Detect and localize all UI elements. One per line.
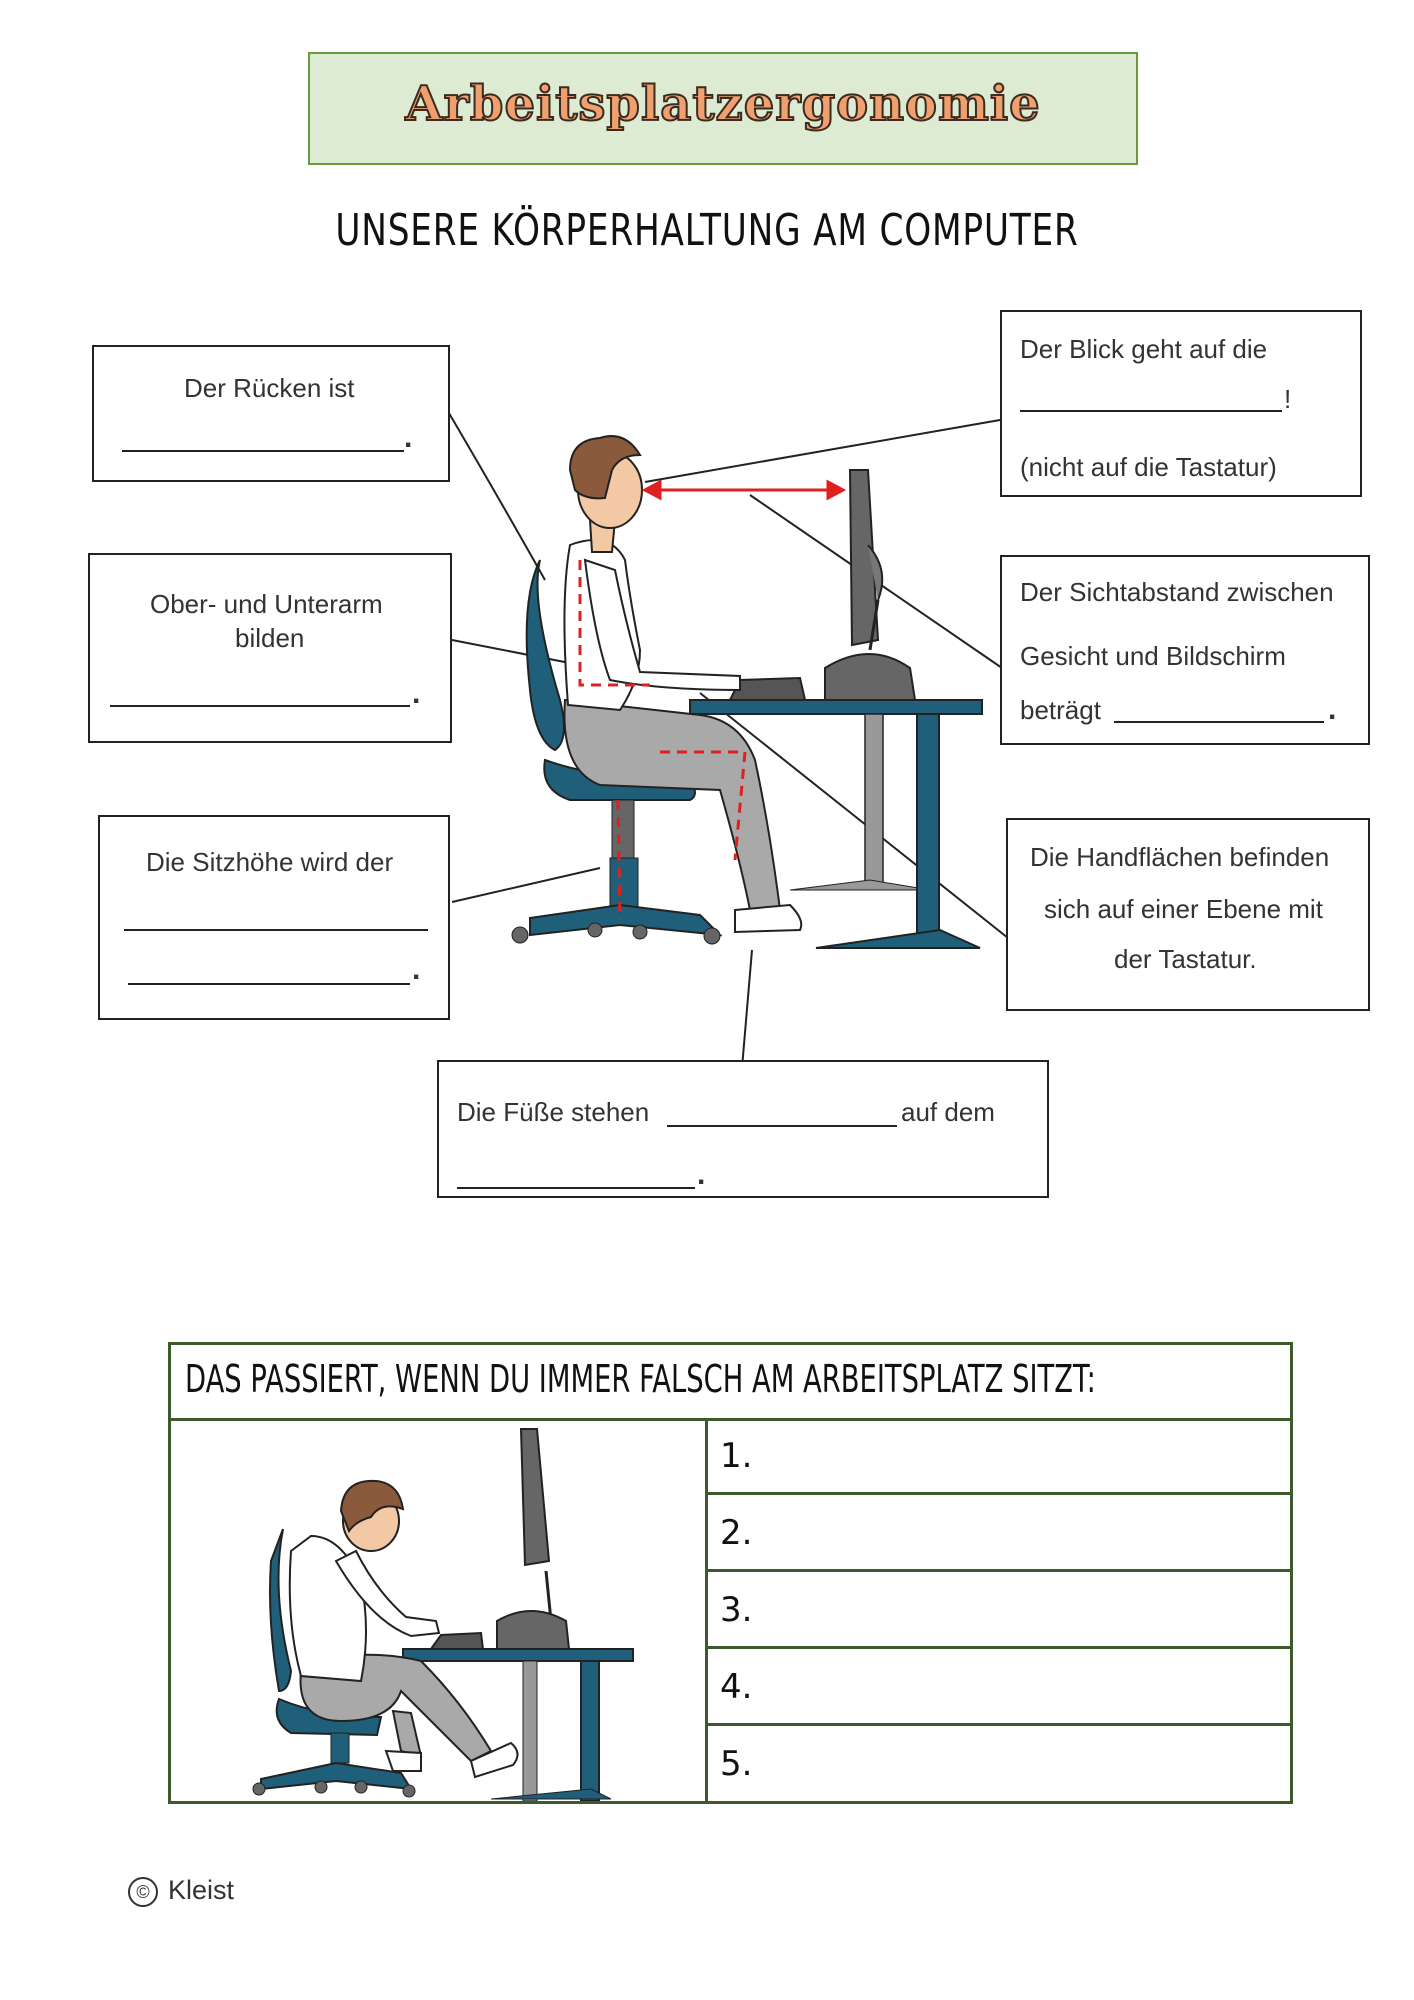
- answer-row-5[interactable]: 5.: [708, 1726, 1290, 1803]
- author: Kleist: [168, 1875, 235, 1905]
- box-hands: Die Handflächen befinden sich auf einer …: [1006, 818, 1370, 1011]
- box-seat-text: Die Sitzhöhe wird der: [146, 847, 394, 877]
- box-hands-text-2: sich auf einer Ebene mit: [1044, 894, 1323, 924]
- box-back: Der Rücken ist .: [92, 345, 450, 482]
- title-banner: Arbeitsplatzergonomie: [308, 52, 1138, 165]
- box-gaze-text-3: (nicht auf die Tastatur): [1020, 452, 1277, 482]
- answer-row-2[interactable]: 2.: [708, 1495, 1290, 1572]
- fill-line[interactable]: [122, 450, 404, 452]
- answer-row-4[interactable]: 4.: [708, 1649, 1290, 1726]
- box-distance-text-1: Der Sichtabstand zwischen: [1020, 577, 1334, 607]
- exclamation: !: [1284, 384, 1292, 414]
- fill-line[interactable]: [667, 1125, 897, 1127]
- gaze-arrow: [641, 479, 847, 501]
- period: .: [412, 677, 421, 710]
- period: .: [412, 953, 421, 986]
- row-number: 1.: [720, 1436, 753, 1476]
- box-back-text: Der Rücken ist: [184, 373, 355, 403]
- box-feet-text-1: Die Füße stehen: [457, 1097, 650, 1127]
- page-subtitle: Unsere Körperhaltung am Computer: [335, 205, 1079, 256]
- answer-row-1[interactable]: 1.: [708, 1418, 1290, 1495]
- bad-posture-illustration: [252, 1428, 634, 1801]
- box-distance: Der Sichtabstand zwischen Gesicht und Bi…: [1000, 555, 1370, 745]
- monitor-bad: [496, 1428, 571, 1650]
- box-feet-text-2: auf dem: [901, 1097, 995, 1127]
- consequences-table: Das passiert, wenn du immer falsch am Ar…: [168, 1342, 1293, 1804]
- answer-row-3[interactable]: 3.: [708, 1572, 1290, 1649]
- box-feet: Die Füße stehen auf dem .: [437, 1060, 1049, 1198]
- footer: © Kleist: [128, 1875, 234, 1907]
- person-bad: [288, 1479, 519, 1779]
- box-arm-text-1: Ober- und Unterarm: [150, 589, 383, 619]
- box-hands-text-3: der Tastatur.: [1114, 944, 1257, 974]
- box-distance-text-3: beträgt: [1020, 695, 1101, 725]
- period: .: [404, 421, 413, 454]
- desk-bad: [402, 1648, 634, 1801]
- fill-line[interactable]: [1020, 410, 1282, 412]
- period: .: [697, 1158, 706, 1191]
- box-hands-text-1: Die Handflächen befinden: [1030, 842, 1330, 872]
- fill-line[interactable]: [457, 1187, 695, 1189]
- box-arm-text-2: bilden: [235, 623, 305, 653]
- fill-line[interactable]: [128, 983, 410, 985]
- box-gaze-text-1: Der Blick geht auf die: [1020, 334, 1268, 364]
- box-arm: Ober- und Unterarm bilden .: [88, 553, 452, 743]
- page-title: Arbeitsplatzergonomie: [404, 75, 1041, 133]
- person: [563, 435, 803, 934]
- row-number: 2.: [720, 1513, 753, 1553]
- table-header-text: Das passiert, wenn du immer falsch am Ar…: [185, 1357, 1096, 1401]
- table-header: Das passiert, wenn du immer falsch am Ar…: [171, 1345, 1290, 1421]
- row-number: 5.: [720, 1744, 753, 1784]
- monitor: [824, 469, 917, 701]
- row-number: 4.: [720, 1667, 753, 1707]
- table-divider: [705, 1418, 708, 1801]
- box-seat: Die Sitzhöhe wird der .: [98, 815, 450, 1020]
- fill-line[interactable]: [110, 705, 410, 707]
- fill-line[interactable]: [124, 929, 428, 931]
- box-gaze: Der Blick geht auf die ! (nicht auf die …: [1000, 310, 1362, 497]
- box-distance-text-2: Gesicht und Bildschirm: [1020, 641, 1286, 671]
- fill-line[interactable]: [1114, 721, 1324, 723]
- period: .: [1328, 693, 1337, 726]
- row-number: 3.: [720, 1590, 753, 1630]
- copyright-icon: ©: [128, 1876, 158, 1907]
- desk: [689, 699, 983, 949]
